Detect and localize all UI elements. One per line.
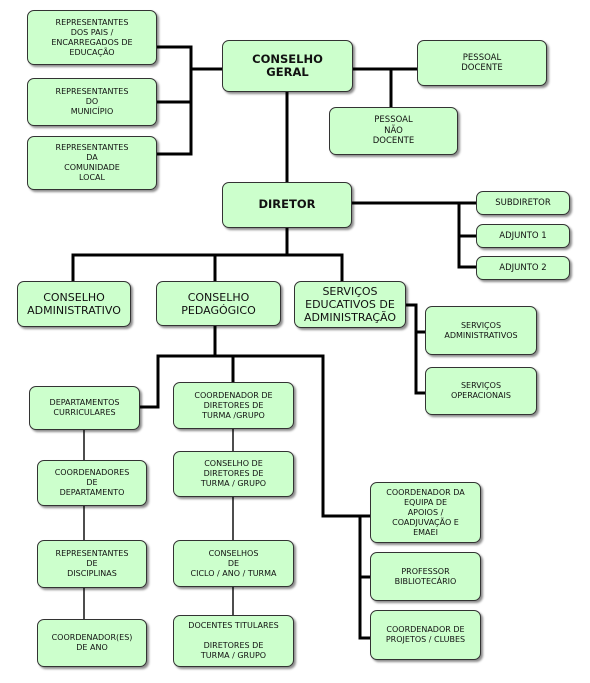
box-label: SUBDIRETOR [495,197,551,208]
box-label: DIRETOR [258,197,316,212]
box-label: DOCENTES TITULARES DIRETORES DE TURMA / … [188,621,279,660]
box-adjunto-1: ADJUNTO 1 [476,224,570,248]
box-label: COORDENADORES DE DEPARTAMENTO [54,468,130,497]
box-representantes-comunidade: REPRESENTANTES DA COMUNIDADE LOCAL [27,136,157,190]
box-adjunto-2: ADJUNTO 2 [476,256,570,280]
box-diretor: DIRETOR [222,182,352,228]
box-label: DEPARTAMENTOS CURRICULARES [49,398,120,417]
box-label: CONSELHO ADMINISTRATIVO [27,291,121,317]
box-conselhos-ciclo: CONSELHOS DE CICLO / ANO / TURMA [173,540,294,587]
box-servicos-administrativos: SERVIÇOS ADMINISTRATIVOS [425,306,537,355]
box-label: COORDENADOR(ES) DE ANO [51,633,133,652]
box-conselho-pedagogico: CONSELHO PEDAGÓGICO [156,281,281,326]
box-coordenador-apoios: COORDENADOR DA EQUIPA DE APOIOS / COADJU… [370,482,481,543]
box-label: REPRESENTANTES DO MUNICÍPIO [55,87,129,116]
box-docentes-titulares: DOCENTES TITULARES DIRETORES DE TURMA / … [173,615,294,667]
box-pessoal-nao-docente: PESSOAL NÃO DOCENTE [329,107,458,155]
box-conselho-diretores-turma: CONSELHO DE DIRETORES DE TURMA / GRUPO [173,451,294,497]
box-label: COORDENADOR DE DIRETORES DE TURMA /GRUPO [194,390,273,420]
box-label: CONSELHO PEDAGÓGICO [181,290,256,317]
box-representantes-pais: REPRESENTANTES DOS PAIS / ENCARREGADOS D… [27,10,157,65]
box-coordenadores-departamento: COORDENADORES DE DEPARTAMENTO [37,460,147,506]
box-label: REPRESENTANTES DA COMUNIDADE LOCAL [55,143,129,182]
box-servicos-operacionais: SERVIÇOS OPERACIONAIS [425,367,537,415]
box-subdiretor: SUBDIRETOR [476,191,570,215]
box-label: PESSOAL NÃO DOCENTE [372,115,415,147]
box-servicos-educativos: SERVIÇOS EDUCATIVOS DE ADMINISTRAÇÃO [294,281,406,328]
box-label: SERVIÇOS OPERACIONAIS [451,381,511,400]
box-label: ADJUNTO 1 [499,230,547,241]
box-representantes-municipio: REPRESENTANTES DO MUNICÍPIO [27,78,157,126]
box-departamentos-curriculares: DEPARTAMENTOS CURRICULARES [29,386,140,430]
box-label: COORDENADOR DE PROJETOS / CLUBES [385,625,466,644]
box-label: CONSELHOS DE CICLO / ANO / TURMA [190,548,277,578]
box-label: CONSELHO DE DIRETORES DE TURMA / GRUPO [200,459,267,488]
box-conselho-administrativo: CONSELHO ADMINISTRATIVO [17,281,131,327]
box-label: PROFESSOR BIBLIOTECÁRIO [394,566,457,586]
box-representantes-disciplinas: REPRESENTANTES DE DISCIPLINAS [37,540,147,588]
box-label: CONSELHO GERAL [252,51,323,79]
box-conselho-geral: CONSELHO GERAL [222,40,353,92]
box-pessoal-docente: PESSOAL DOCENTE [417,40,547,86]
box-label: REPRESENTANTES DE DISCIPLINAS [55,549,129,578]
box-label: COORDENADOR DA EQUIPA DE APOIOS / COADJU… [386,487,465,537]
box-label: SERVIÇOS EDUCATIVOS DE ADMINISTRAÇÃO [303,285,397,324]
box-coordenador-projetos: COORDENADOR DE PROJETOS / CLUBES [370,610,481,660]
box-coordenadores-ano: COORDENADOR(ES) DE ANO [37,619,147,667]
box-label: PESSOAL DOCENTE [461,52,503,74]
box-label: ADJUNTO 2 [499,262,547,273]
box-label: SERVIÇOS ADMINISTRATIVOS [444,320,518,340]
box-professor-bibliotecario: PROFESSOR BIBLIOTECÁRIO [370,552,481,601]
box-label: REPRESENTANTES DOS PAIS / ENCARREGADOS D… [51,17,133,57]
box-coordenador-diretores-turma: COORDENADOR DE DIRETORES DE TURMA /GRUPO [173,382,294,429]
